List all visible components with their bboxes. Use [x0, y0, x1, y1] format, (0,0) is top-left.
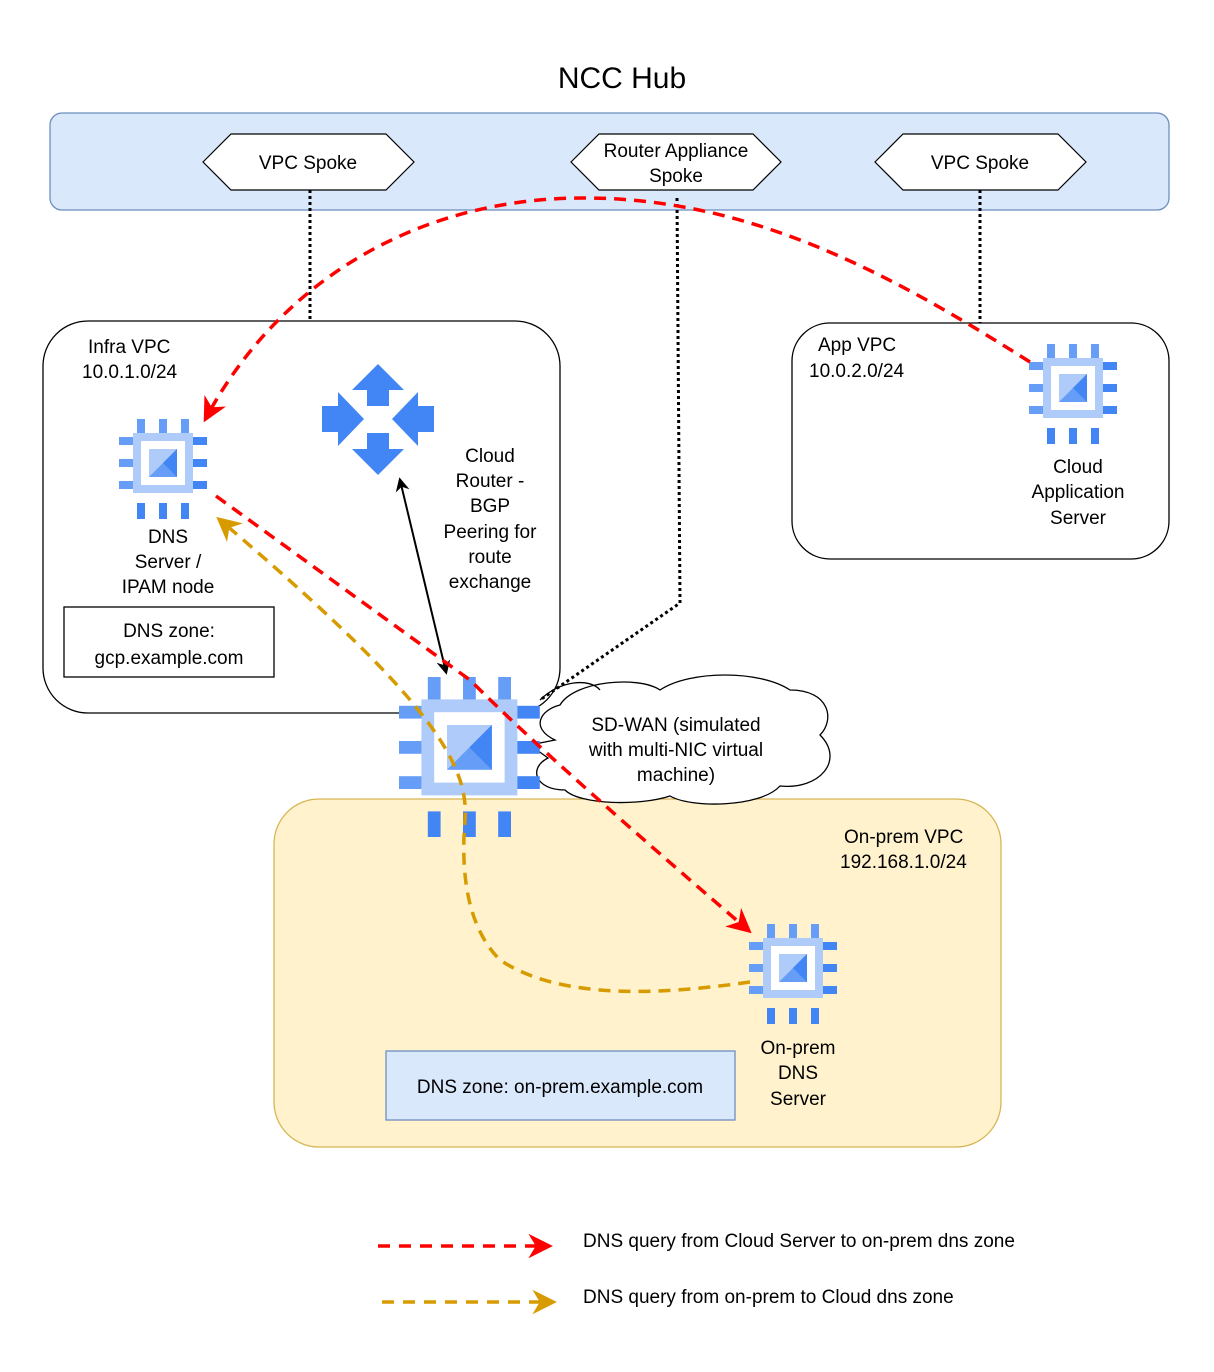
legend-orange-label: DNS query from on-prem to Cloud dns zone — [583, 1287, 954, 1308]
onprem-vpc-name: On-prem VPC — [844, 827, 963, 848]
onprem-vpc-cidr: 192.168.1.0/24 — [840, 852, 967, 873]
legend-red-label: DNS query from Cloud Server to on-prem d… — [583, 1231, 1015, 1252]
dns-server-label-line2: Server / — [135, 552, 202, 573]
spoke-router-appliance: Router Appliance Spoke — [570, 133, 782, 191]
sdwan-callout-cloud — [528, 674, 831, 805]
dns-server-label-line1: DNS — [148, 527, 188, 548]
app-vpc-container — [791, 322, 1170, 560]
red-flow-infra-to-onprem-dns — [214, 494, 752, 934]
spoke-label-line2: Spoke — [649, 166, 703, 187]
onprem-dns-zone-box — [385, 1050, 736, 1121]
app-server-label-line2: Application — [1032, 482, 1125, 503]
spoke-label-line1: Router Appliance — [604, 141, 749, 162]
infra-vpc-cidr: 10.0.1.0/24 — [82, 362, 178, 383]
cloud-router-label-line6: exchange — [449, 572, 531, 593]
diagram-title: NCC Hub — [558, 62, 686, 95]
orange-flow-onprem-to-infra-dns — [216, 516, 751, 994]
onprem-dns-zone-label: DNS zone: on-prem.example.com — [417, 1077, 703, 1098]
dns-server-label-line3: IPAM node — [122, 577, 215, 598]
onprem-dns-label-line3: Server — [770, 1089, 827, 1110]
app-vpc-name: App VPC — [818, 335, 896, 356]
spoke-label: VPC Spoke — [259, 153, 357, 174]
sdwan-label-line3: machine) — [637, 765, 715, 786]
sdwan-label-line1: SD-WAN (simulated — [591, 715, 760, 736]
onprem-dns-label-line1: On-prem — [761, 1038, 836, 1059]
sdwan-label-line2: with multi-NIC virtual — [588, 740, 763, 761]
red-flow-app-to-infra-dns — [203, 196, 1031, 423]
cloud-router-label-line2: Router - — [456, 471, 525, 492]
spoke-link-router-appliance — [539, 197, 682, 702]
infra-vpc-name: Infra VPC — [88, 337, 170, 358]
app-server-label-line1: Cloud — [1053, 457, 1103, 478]
app-vpc-cidr: 10.0.2.0/24 — [809, 361, 905, 382]
gcp-dns-zone-line1: DNS zone: — [123, 621, 215, 642]
cloud-router-label-line5: route — [468, 547, 511, 568]
cloud-router-label-line1: Cloud — [465, 446, 515, 467]
onprem-dns-label-line2: DNS — [778, 1063, 818, 1084]
gcp-dns-zone-line2: gcp.example.com — [95, 648, 244, 669]
gcp-dns-zone-box — [63, 606, 275, 678]
cloud-router-label-line3: BGP — [470, 496, 510, 517]
spoke-vpc-infra: VPC Spoke — [202, 133, 415, 191]
cloud-router-icon — [322, 364, 434, 475]
cloud-router-label-line4: Peering for — [444, 522, 538, 543]
spoke-vpc-app: VPC Spoke — [874, 133, 1087, 191]
spoke-label: VPC Spoke — [931, 153, 1029, 174]
bgp-peering-arrow — [395, 477, 451, 675]
app-server-label-line3: Server — [1050, 508, 1107, 529]
sdwan-callout-tail — [539, 681, 601, 701]
legend: DNS query from Cloud Server to on-prem d… — [378, 1231, 1015, 1315]
